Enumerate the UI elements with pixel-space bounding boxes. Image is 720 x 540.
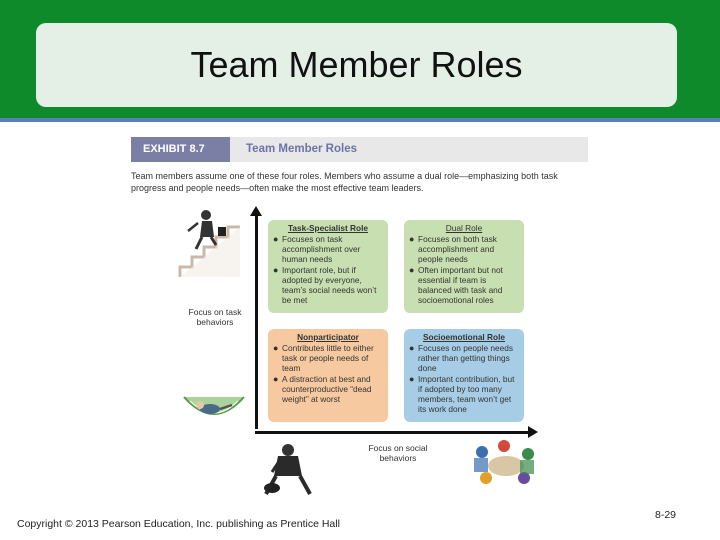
task-specialist-title: Task-Specialist Role — [287, 223, 369, 233]
slumped-businessman-illustration — [264, 444, 312, 495]
bullet-item: ●Often important but not essential if te… — [409, 265, 503, 305]
y-axis-arrow — [250, 206, 262, 216]
climbing-businessman-illustration — [178, 210, 240, 277]
nonparticipator-title: Nonparticipator — [297, 332, 359, 342]
nonparticipator-quadrant: Nonparticipator ●Contributes little to e… — [268, 329, 388, 422]
dual-role-title: Dual Role — [445, 223, 483, 233]
bullet-item: ●Focuses on task accomplishment over hum… — [273, 234, 361, 264]
bullet-item: ●Focuses on both task accomplishment and… — [409, 234, 497, 264]
title-box: Team Member Roles — [36, 23, 677, 107]
dual-role-quadrant: Dual Role ●Focuses on both task accompli… — [404, 220, 524, 313]
exhibit-tag: EXHIBIT 8.7 — [131, 137, 230, 162]
exhibit-intro: Team members assume one of these four ro… — [131, 171, 558, 193]
exhibit-title: Team Member Roles — [246, 143, 357, 155]
x-axis — [255, 431, 529, 434]
task-specialist-quadrant: Task-Specialist Role ●Focuses on task ac… — [268, 220, 388, 313]
y-axis-label: Focus on task behaviors — [188, 307, 242, 327]
copyright-footer: Copyright © 2013 Pearson Education, Inc.… — [17, 518, 340, 530]
bullet-item: ●Contributes little to either task or pe… — [273, 343, 374, 373]
hammock-illustration — [183, 396, 245, 415]
socioemotional-title: Socioemotional Role — [422, 332, 506, 342]
group-meeting-illustration — [474, 440, 534, 484]
bullet-item: ●Important contribution, but if adopted … — [409, 374, 515, 414]
bullet-item: ●Focuses on people needs rather than get… — [409, 343, 514, 373]
y-axis — [255, 214, 258, 429]
bullet-item: ●A distraction at best and counterproduc… — [273, 374, 372, 404]
x-axis-arrow — [528, 426, 538, 438]
socioemotional-quadrant: Socioemotional Role ●Focuses on people n… — [404, 329, 524, 422]
bullet-item: ●Important role, but if adopted by every… — [273, 265, 377, 305]
page-number: 8-29 — [655, 509, 677, 521]
header-divider — [0, 118, 720, 122]
exhibit-bar: EXHIBIT 8.7 Team Member Roles — [131, 137, 588, 162]
slide-title: Team Member Roles — [190, 44, 523, 85]
x-axis-label: Focus on social behaviors — [368, 443, 428, 463]
